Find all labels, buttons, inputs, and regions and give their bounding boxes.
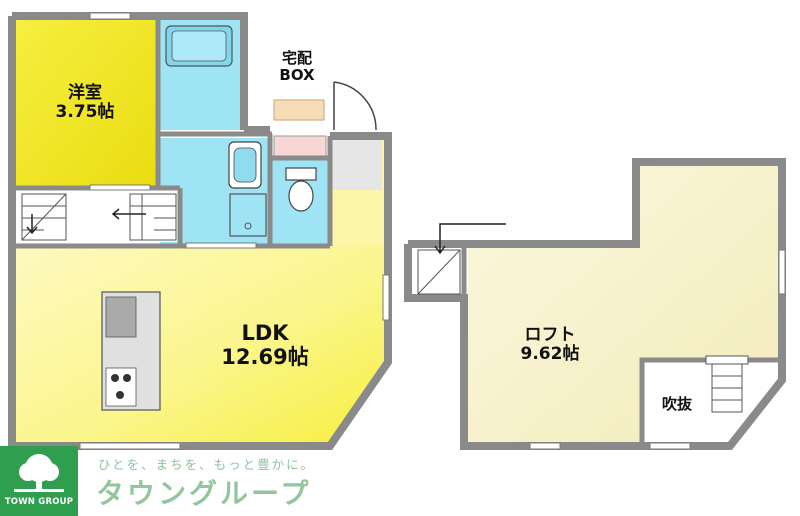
room-size: 9.62帖: [520, 344, 580, 365]
stair-arrow-left: [111, 208, 146, 220]
youshitsu-floor: [16, 20, 156, 188]
loft-entry-stair: [417, 249, 461, 295]
walls-inner: [12, 16, 333, 249]
room-name: ロフト: [524, 325, 576, 345]
label-loft: ロフト 9.62帖: [490, 325, 610, 365]
slogan: ひとを、まちを、もっと豊かに。: [98, 457, 316, 472]
room-size: 12.69帖: [221, 344, 309, 369]
town-group-logo: [0, 446, 78, 516]
label-ldk: LDK 12.69帖: [180, 321, 350, 369]
brand-name: タウングループ: [96, 477, 312, 510]
entrance-door: [333, 81, 377, 131]
stair-arrow-down: [26, 214, 38, 235]
walls-loft: [404, 158, 786, 450]
label-youshitsu: 洋室 3.75帖: [30, 83, 140, 123]
box-line2: BOX: [279, 65, 315, 84]
room-name: 吹抜: [661, 395, 692, 413]
loft-floor: [468, 166, 778, 442]
delivery-box: [273, 99, 325, 121]
staircase: [21, 193, 177, 241]
label-fukinuke: 吹抜: [648, 396, 706, 413]
label-delivery-box: 宅配 BOX: [262, 50, 332, 84]
windows-first-floor: [79, 12, 390, 450]
loft-arrow-icon: [434, 223, 506, 255]
entrance-floor: [330, 140, 382, 190]
windows-loft: [529, 249, 786, 450]
loft-ladder: [705, 355, 749, 413]
box-line1: 宅配: [281, 49, 312, 67]
staircase-floor: [18, 190, 178, 242]
toilet: [285, 167, 317, 212]
washing-machine-space: [229, 193, 267, 237]
logo-text: TOWN GROUP: [4, 497, 74, 507]
room-size: 3.75帖: [55, 102, 115, 123]
tree-icon: [14, 454, 64, 492]
shoe-cabinet: [273, 135, 327, 157]
walls-first-floor: [8, 12, 392, 450]
room-name: LDK: [241, 321, 289, 345]
kitchen-counter: [101, 291, 161, 411]
room-name: 洋室: [68, 83, 102, 103]
